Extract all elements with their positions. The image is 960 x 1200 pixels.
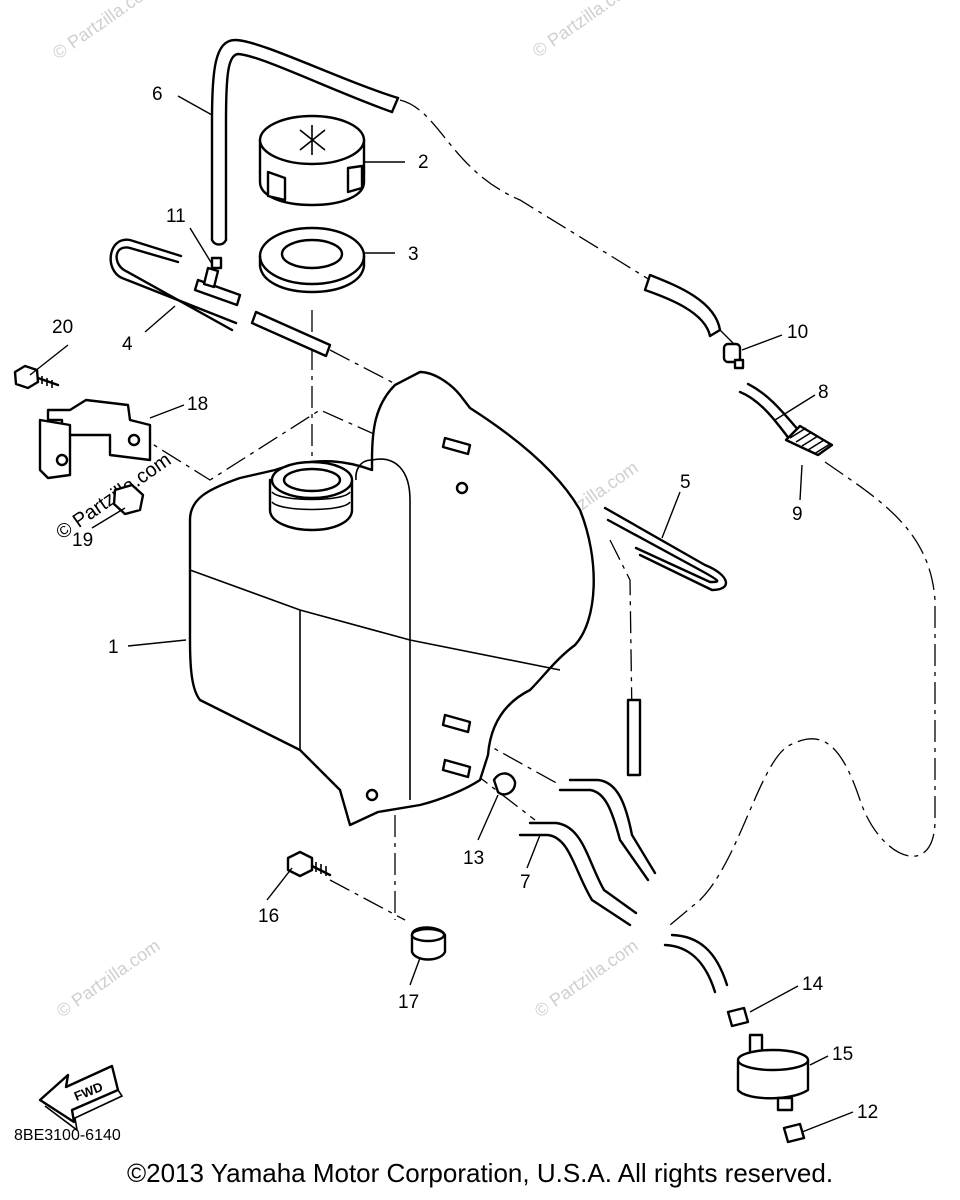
watermark-2: © Partzilla.com xyxy=(529,0,640,61)
callout-10: 10 xyxy=(787,322,808,343)
callout-6: 6 xyxy=(152,84,163,105)
document-code: 8BE3100-6140 xyxy=(14,1127,121,1144)
callout-17: 17 xyxy=(398,992,419,1013)
part-7-hoses xyxy=(518,778,729,994)
watermark-5: © Partzilla.com xyxy=(531,935,642,1021)
callout-4: 4 xyxy=(122,334,133,355)
part-11-tee-joint xyxy=(193,256,242,307)
watermark-4: © Partzilla.com xyxy=(53,935,164,1021)
part-1-tank xyxy=(188,370,595,827)
part-10-joint xyxy=(643,273,745,370)
fwd-arrow-icon: FWD xyxy=(38,1064,124,1132)
part-14-clamp xyxy=(726,1006,750,1028)
part-3-gasket xyxy=(258,226,366,294)
part-13-clamp xyxy=(492,772,517,796)
watermark-1: © Partzilla.com xyxy=(49,0,160,63)
callout-16: 16 xyxy=(258,906,279,927)
callouts: 1 2 3 4 5 6 7 8 9 10 11 12 13 14 15 16 1… xyxy=(52,84,878,1123)
part-17-nut xyxy=(410,926,447,961)
callout-8: 8 xyxy=(818,382,829,403)
callout-15: 15 xyxy=(832,1044,853,1065)
part-4-hose xyxy=(109,238,332,358)
callout-11: 11 xyxy=(166,206,186,227)
callout-19: 19 xyxy=(72,530,93,551)
callout-18: 18 xyxy=(187,394,208,415)
copyright-notice: ©2013 Yamaha Motor Corporation, U.S.A. A… xyxy=(126,1158,834,1188)
part-8-hose xyxy=(738,382,802,442)
part-16-bolt xyxy=(286,850,332,878)
part-12-clamp xyxy=(782,1122,806,1144)
callout-7: 7 xyxy=(520,872,531,893)
part-6-hose xyxy=(210,38,400,246)
callout-5: 5 xyxy=(680,472,691,493)
part-19-nut xyxy=(112,483,145,516)
part-20-bolt xyxy=(13,364,60,390)
part-18-bracket xyxy=(38,398,152,480)
part-5-hose xyxy=(603,506,727,777)
callout-20: 20 xyxy=(52,317,73,338)
callout-1: 1 xyxy=(108,637,119,658)
callout-2: 2 xyxy=(418,152,429,173)
callout-12: 12 xyxy=(857,1102,878,1123)
part-9-spring xyxy=(784,424,834,457)
callout-3: 3 xyxy=(408,244,419,265)
leader-lines xyxy=(29,95,854,1133)
callout-13: 13 xyxy=(463,848,484,869)
part-15-filter xyxy=(736,1033,810,1112)
callout-9: 9 xyxy=(792,504,803,525)
callout-14: 14 xyxy=(802,974,824,995)
part-2-cap xyxy=(258,114,366,207)
